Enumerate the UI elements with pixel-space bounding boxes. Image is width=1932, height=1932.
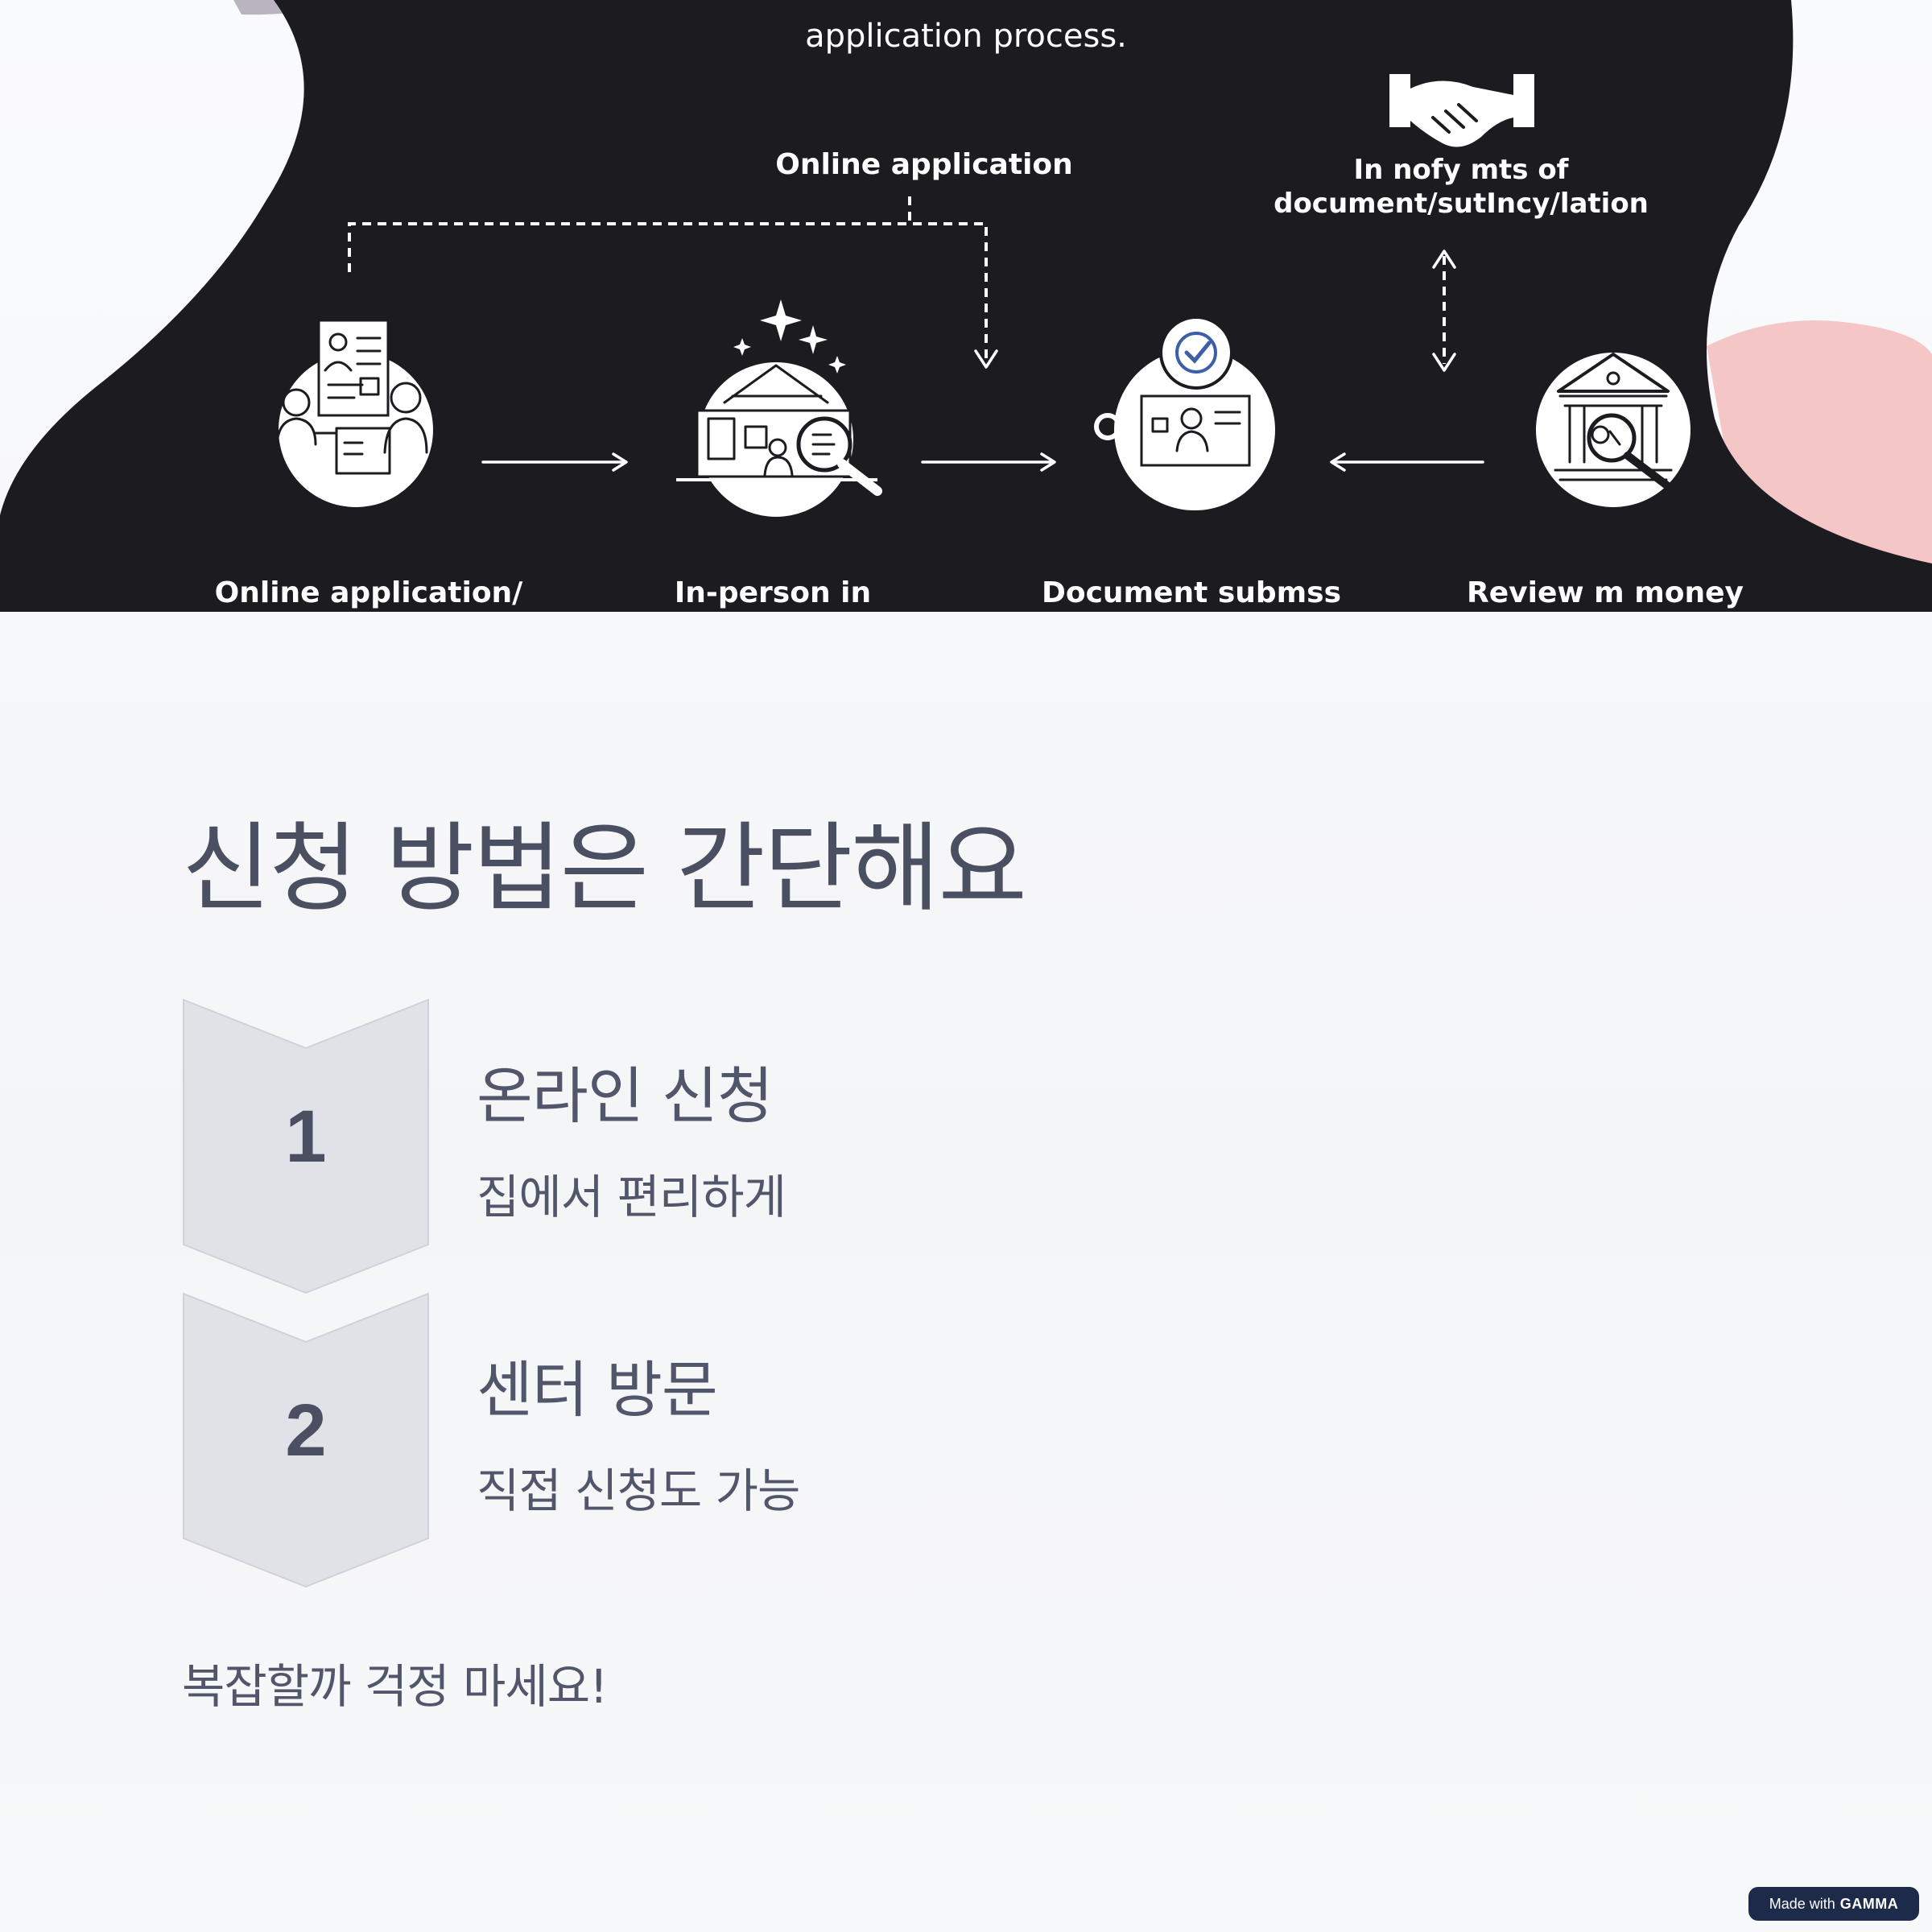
step-label-in-person: In-person in	[675, 576, 871, 609]
right-label-line2: document/sutIncy/lation	[1274, 188, 1649, 220]
review-bank-icon	[1536, 353, 1690, 507]
gamma-logo: GAMMA	[1839, 1895, 1899, 1912]
process-diagram: application process. Online application …	[0, 0, 1932, 612]
online-application-icon	[275, 319, 433, 507]
dark-blob	[0, 0, 1932, 612]
step-label-review: Review m money	[1467, 576, 1744, 609]
badge-prefix: Made with	[1769, 1895, 1835, 1912]
step-title: 센터 방문	[477, 1354, 718, 1426]
step-chevron: 1	[182, 998, 430, 1296]
step-description: 집에서 편리하게	[477, 1170, 786, 1224]
step-label-document-submission: Document submss	[1042, 576, 1341, 609]
arrow-step1-to-step2	[481, 452, 628, 472]
arrowhead-down	[1432, 353, 1456, 372]
in-person-visit-icon	[676, 299, 882, 517]
step-title: 온라인 신청	[477, 1060, 774, 1132]
footnote: 복잡할까 걱정 마세요!	[182, 1659, 608, 1714]
step-number: 1	[285, 1096, 327, 1178]
page-title: 신청 방법은 간단해요	[182, 813, 1027, 925]
dashed-connector	[348, 222, 988, 362]
step-label-online-application: Online application/	[215, 576, 524, 609]
online-application-label: Online application	[775, 148, 1073, 181]
handshake-icon	[1389, 74, 1534, 147]
hero-illustration: application process. Online application …	[0, 0, 1932, 612]
hero-caption: application process.	[805, 18, 1127, 55]
step-description: 직접 신청도 가능	[477, 1463, 800, 1518]
document-submission-icon	[1094, 316, 1275, 510]
down-arrowhead	[974, 349, 998, 369]
arrow-step4-to-step3	[1330, 452, 1484, 472]
arrow-step2-to-step3	[921, 452, 1056, 472]
step-number: 2	[285, 1389, 327, 1472]
step-online-application: 1 온라인 신청 집에서 편리하게	[182, 998, 1148, 1296]
made-with-gamma-badge[interactable]: Made with GAMMA	[1748, 1887, 1919, 1921]
step-chevron: 2	[182, 1292, 430, 1590]
right-label-line1: In nofy mts of	[1354, 154, 1570, 186]
step-center-visit: 2 센터 방문 직접 신청도 가능	[182, 1292, 1148, 1590]
arrowhead-up	[1432, 250, 1456, 269]
